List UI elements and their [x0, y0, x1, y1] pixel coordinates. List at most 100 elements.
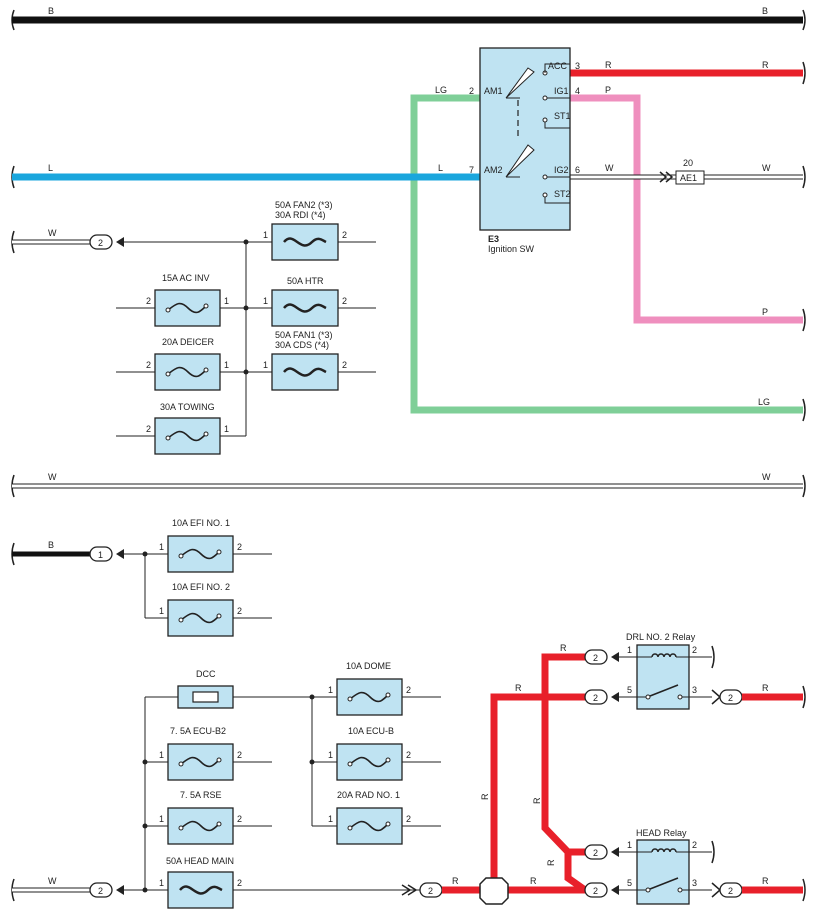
connector-ae1-pin: 20: [683, 158, 693, 168]
wire-w-ig2: W W AE1 20: [570, 158, 806, 189]
relay-label: DRL NO. 2 Relay: [626, 632, 696, 642]
fuse-fan1: 50A FAN1 (*3) 30A CDS (*4) 1 2: [263, 330, 347, 391]
fuse-label: 50A FAN2 (*3): [275, 200, 333, 210]
relay-pin: 1: [627, 840, 632, 850]
connector-pin: 2: [428, 886, 433, 896]
fuse-label: 15A AC INV: [162, 273, 210, 283]
connector-pin: 2: [593, 653, 598, 663]
relay-drl-no2: DRL NO. 2 Relay 2 2 1 2 5 3 2 R: [584, 632, 806, 710]
fuse-pin: 1: [328, 750, 333, 760]
relay-head: HEAD Relay 2 2 1 2 5 3 2 R: [584, 828, 806, 905]
wire-label: W: [762, 163, 771, 173]
fuse-pin: 1: [159, 814, 164, 824]
fuse-pin: 1: [263, 360, 268, 370]
wire-label: R: [560, 643, 567, 653]
relay-label: HEAD Relay: [636, 828, 687, 838]
terminal-am1: AM1: [484, 86, 503, 96]
fuse-pin: 2: [342, 360, 347, 370]
fuse-towing: 30A TOWING 2 1: [146, 402, 229, 455]
fuse-pin: 1: [159, 750, 164, 760]
wire-b-top: B B: [11, 6, 806, 31]
fuse-pin: 1: [159, 606, 164, 616]
wire-label: B: [48, 6, 54, 16]
fuse-label: 10A ECU-B: [348, 726, 394, 736]
fuse-label: 7. 5A RSE: [180, 790, 222, 800]
wire-p-ig1: P P: [570, 85, 806, 332]
relay-pin: 5: [627, 685, 632, 695]
terminal-ig1-pin: 4: [575, 86, 580, 96]
terminal-st2: ST2: [554, 189, 571, 199]
fuse-label: 50A FAN1 (*3): [275, 330, 333, 340]
fuse-pin: 2: [237, 542, 242, 552]
fuse-pin: 2: [237, 878, 242, 888]
terminal-am2-pin: 7: [469, 165, 474, 175]
fuse-pin: 1: [224, 424, 229, 434]
relay-pin: 1: [627, 645, 632, 655]
wire-label: R: [452, 876, 459, 886]
fuse-label: 20A DEICER: [162, 337, 215, 347]
ignition-switch: AM1 2 AM2 7 ACC 3 IG1 4 ST1 IG2 6 ST2 E3…: [469, 47, 580, 254]
connector-pin: 2: [98, 886, 103, 896]
fuse-label: 10A EFI NO. 2: [172, 582, 230, 592]
fuse-label: DCC: [196, 669, 216, 679]
fuse-pin: 2: [237, 750, 242, 760]
connector-pin: 2: [593, 886, 598, 896]
w-fan-feed: W 2: [11, 228, 376, 437]
wire-lg: LG LG: [410, 85, 806, 422]
wire-label: R: [605, 60, 612, 70]
wire-label: W: [762, 472, 771, 482]
fuse-htr: 50A HTR 1 2: [263, 276, 347, 327]
wire-label: LG: [435, 85, 447, 95]
fuse-pin: 2: [146, 424, 151, 434]
fuse-label: 30A TOWING: [160, 402, 215, 412]
switch-name: Ignition SW: [488, 244, 535, 254]
fuse-pin: 2: [146, 296, 151, 306]
terminal-ig1: IG1: [554, 86, 569, 96]
fuse-dcc: DCC: [177, 669, 234, 709]
fuse-head-main: 50A HEAD MAIN 1 2: [159, 856, 242, 909]
fuse-label: 10A DOME: [346, 661, 391, 671]
relay-pin: 2: [692, 840, 697, 850]
wire-label: L: [48, 163, 53, 173]
fuse-deicer: 20A DEICER 2 1: [146, 337, 229, 391]
connector-pin: 2: [728, 693, 733, 703]
wire-r-acc: R R: [570, 60, 806, 85]
connector-pin: 2: [98, 238, 103, 248]
connector-pin: 1: [98, 550, 103, 560]
fuse-label: 30A RDI (*4): [275, 210, 326, 220]
wire-w-middle: W W: [11, 472, 806, 498]
wire-r-relays: R R R R R R R: [442, 643, 588, 905]
fuse-pin: 2: [406, 685, 411, 695]
switch-code: E3: [488, 234, 499, 244]
terminal-acc-pin: 3: [575, 61, 580, 71]
wire-label: B: [48, 540, 54, 550]
terminal-acc: ACC: [548, 61, 568, 71]
wire-label: R: [480, 793, 490, 800]
fuse-pin: 2: [406, 814, 411, 824]
relay-pin: 5: [627, 878, 632, 888]
relay-pin: 3: [692, 878, 697, 888]
fuse-pin: 2: [342, 230, 347, 240]
wire-label: R: [515, 683, 522, 693]
relay-pin: 3: [692, 685, 697, 695]
connector-ae1-label: AE1: [680, 173, 697, 183]
wire-label: W: [605, 163, 614, 173]
fuse-label: 50A HTR: [287, 276, 324, 286]
fuse-pin: 1: [159, 878, 164, 888]
wire-label: L: [438, 163, 443, 173]
wire-label: R: [762, 60, 769, 70]
terminal-am1-pin: 2: [469, 86, 474, 96]
fuse-efi2: 10A EFI NO. 2 1 2: [159, 582, 242, 637]
fuse-rse: 7. 5A RSE 1 2: [159, 790, 242, 845]
wire-label: R: [762, 876, 769, 886]
fuse-efi1: 10A EFI NO. 1 1 2: [159, 518, 242, 573]
terminal-ig2-pin: 6: [575, 165, 580, 175]
fuse-pin: 1: [263, 296, 268, 306]
wire-label: R: [762, 683, 769, 693]
wire-label: R: [530, 876, 537, 886]
fuse-label: 10A EFI NO. 1: [172, 518, 230, 528]
fuse-ac-inv: 15A AC INV 2 1: [146, 273, 229, 327]
fuse-pin: 2: [342, 296, 347, 306]
wire-label: P: [762, 307, 768, 317]
